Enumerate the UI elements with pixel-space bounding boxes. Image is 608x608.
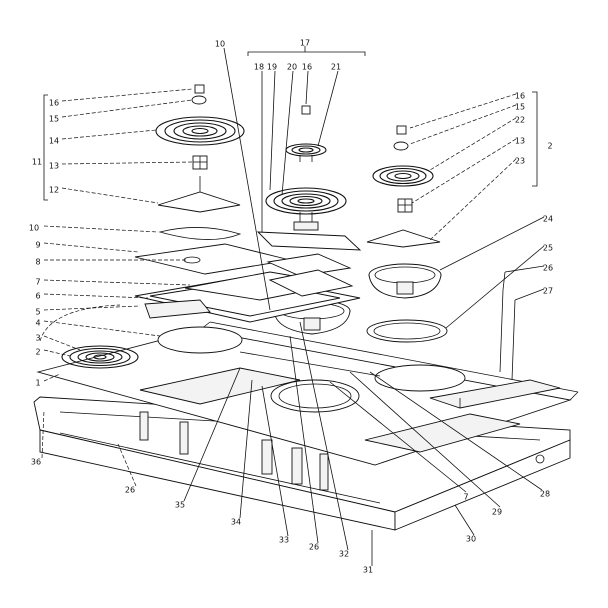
callout-c12: 12 [49, 186, 59, 195]
callout-c2b: 2 [35, 348, 40, 357]
callout-c35: 35 [175, 501, 185, 510]
center-small-element [285, 105, 327, 162]
callout-c21: 21 [331, 63, 341, 72]
callout-c7b: 7 [463, 493, 468, 502]
callout-c1: 1 [35, 379, 40, 388]
right-element-assembly [366, 125, 441, 248]
right-drip-bowls [366, 263, 448, 343]
callout-c31: 31 [363, 566, 373, 575]
callout-c26b: 26 [125, 486, 135, 495]
callout-c16a: 16 [302, 63, 312, 72]
callout-c6: 6 [35, 292, 40, 301]
callout-c17: 17 [300, 39, 310, 48]
callout-c16b: 16 [49, 99, 59, 108]
callout-c5: 5 [35, 308, 40, 317]
center-large-element [265, 187, 347, 222]
bracket-lines [39, 46, 538, 342]
callout-c14: 14 [49, 137, 59, 146]
callout-c32: 32 [339, 550, 349, 559]
callout-c26c: 26 [309, 543, 319, 552]
callout-c29: 29 [492, 508, 502, 517]
callout-c16c: 16 [515, 92, 525, 101]
callout-c10a: 10 [215, 40, 225, 49]
callout-c13b: 13 [515, 137, 525, 146]
left-element-assembly [155, 84, 245, 213]
callout-c22: 22 [515, 116, 525, 125]
callout-c10b: 10 [29, 224, 39, 233]
callout-c15b: 15 [515, 103, 525, 112]
callout-c34: 34 [231, 518, 241, 527]
callout-c7a: 7 [35, 278, 40, 287]
callout-c2: 2 [547, 142, 552, 151]
callout-c9: 9 [35, 241, 40, 250]
callout-c28: 28 [540, 490, 550, 499]
center-trim-parts [256, 221, 362, 297]
leader-lines [41, 47, 545, 566]
callout-c13a: 13 [49, 162, 59, 171]
callout-c25: 25 [543, 244, 553, 253]
callout-c30: 30 [466, 535, 476, 544]
main-cooktop-panel [36, 321, 579, 466]
callout-c33: 33 [279, 536, 289, 545]
callout-c20: 20 [287, 63, 297, 72]
callout-c23: 23 [515, 157, 525, 166]
callout-c27: 27 [543, 287, 553, 296]
callout-c3: 3 [35, 334, 40, 343]
callout-c4: 4 [35, 319, 40, 328]
callout-c36: 36 [31, 458, 41, 467]
callout-c15a: 15 [49, 115, 59, 124]
callout-c26a: 26 [543, 264, 553, 273]
callout-c18: 18 [254, 63, 264, 72]
callout-c19: 19 [267, 63, 277, 72]
callout-c8: 8 [35, 258, 40, 267]
callout-c11: 11 [32, 158, 42, 167]
callout-c24: 24 [543, 215, 553, 224]
